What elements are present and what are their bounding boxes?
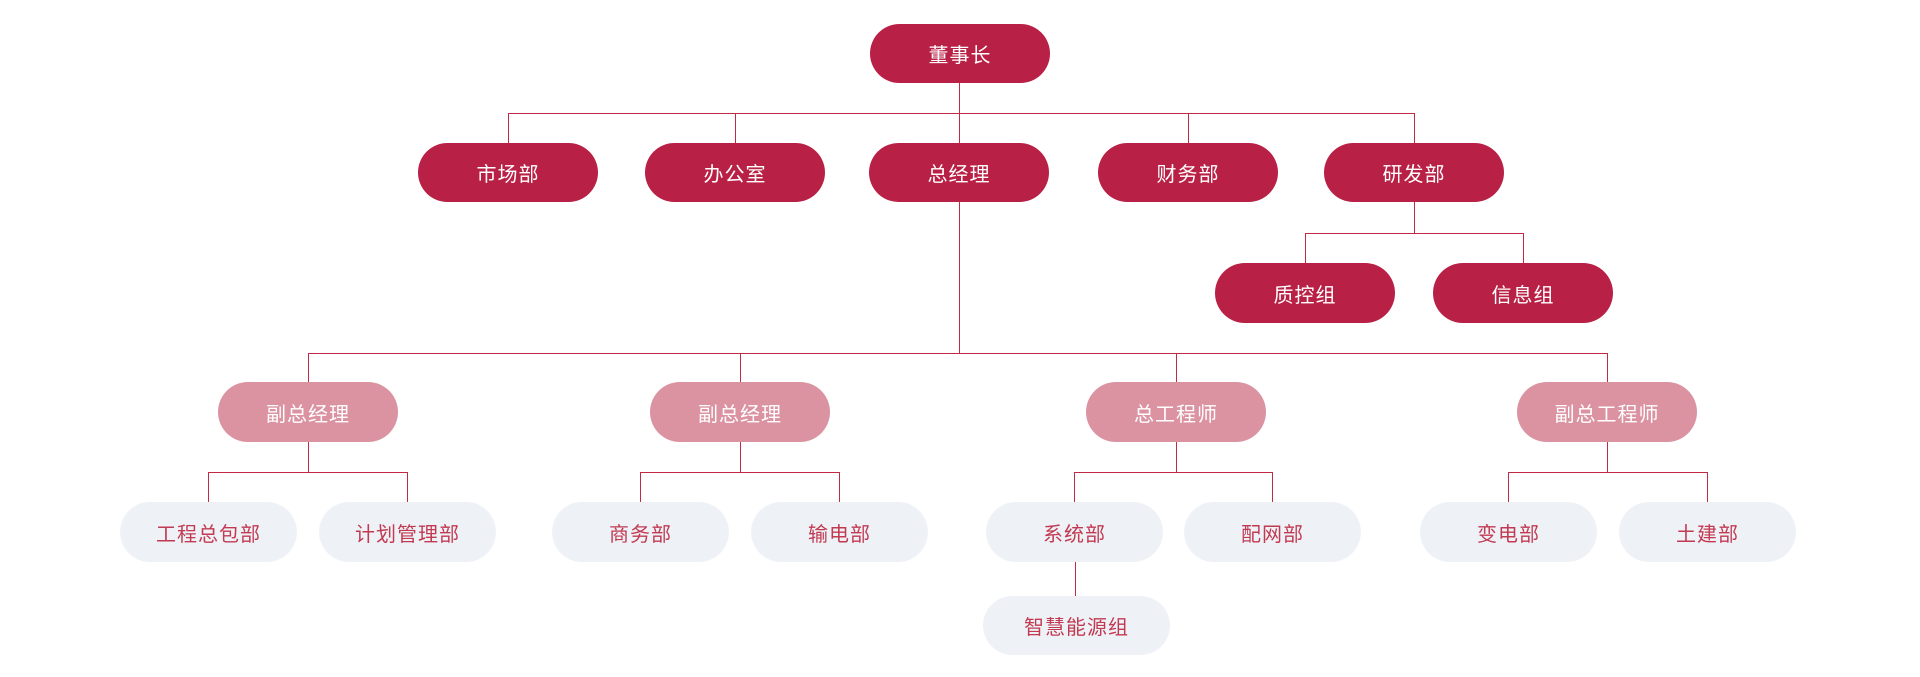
- connector-deputy-chief-engineer-bus: [1508, 472, 1707, 473]
- org-node-marketing[interactable]: 市场部: [418, 143, 598, 202]
- connector-drop-business: [640, 472, 641, 502]
- connector-drop-finance: [1188, 113, 1189, 143]
- org-node-smart-energy[interactable]: 智慧能源组: [983, 596, 1170, 655]
- connector-deputy-gm-1-drop: [308, 442, 309, 472]
- connector-deputy-gm-2-bus: [640, 472, 839, 473]
- org-node-information[interactable]: 信息组: [1433, 263, 1613, 323]
- connector-drop-quality-control: [1305, 233, 1306, 263]
- org-node-transmission[interactable]: 输电部: [751, 502, 928, 562]
- connector-level2-bus: [508, 113, 1414, 114]
- org-node-deputy-gm-1[interactable]: 副总经理: [218, 382, 398, 442]
- connector-rnd-drop: [1414, 202, 1415, 233]
- connector-deputy-chief-engineer-drop: [1607, 442, 1608, 472]
- connector-drop-planning: [407, 472, 408, 502]
- connector-drop-marketing: [508, 113, 509, 143]
- org-node-deputy-gm-2[interactable]: 副总经理: [650, 382, 830, 442]
- connector-drop-information: [1523, 233, 1524, 263]
- org-node-deputy-chief-engineer[interactable]: 副总工程师: [1517, 382, 1697, 442]
- connector-drop-deputy-chief-engineer: [1607, 353, 1608, 382]
- org-node-system[interactable]: 系统部: [986, 502, 1163, 562]
- connector-deputy-gm-1-bus: [208, 472, 407, 473]
- org-node-distribution[interactable]: 配网部: [1184, 502, 1361, 562]
- org-node-chairman[interactable]: 董事长: [870, 24, 1050, 83]
- org-node-planning[interactable]: 计划管理部: [319, 502, 496, 562]
- org-node-chief-engineer[interactable]: 总工程师: [1086, 382, 1266, 442]
- connector-drop-substation: [1508, 472, 1509, 502]
- org-node-office[interactable]: 办公室: [645, 143, 825, 202]
- connector-drop-system: [1074, 472, 1075, 502]
- connector-chief-engineer-bus: [1074, 472, 1272, 473]
- org-node-finance[interactable]: 财务部: [1098, 143, 1278, 202]
- connector-system-drop: [1075, 562, 1076, 596]
- connector-drop-deputy-gm-1: [308, 353, 309, 382]
- org-node-general-manager[interactable]: 总经理: [869, 143, 1049, 202]
- connector-drop-epc: [208, 472, 209, 502]
- connector-deputy-gm-2-drop: [740, 442, 741, 472]
- connector-rnd-bus: [1305, 233, 1523, 234]
- org-node-substation[interactable]: 变电部: [1420, 502, 1597, 562]
- org-node-civil[interactable]: 土建部: [1619, 502, 1796, 562]
- connector-drop-deputy-gm-2: [740, 353, 741, 382]
- connector-drop-distribution: [1272, 472, 1273, 502]
- connector-drop-transmission: [839, 472, 840, 502]
- connector-drop-chief-engineer: [1176, 353, 1177, 382]
- org-node-quality-control[interactable]: 质控组: [1215, 263, 1395, 323]
- connector-drop-civil: [1707, 472, 1708, 502]
- connector-level3-bus: [308, 353, 1607, 354]
- org-node-epc[interactable]: 工程总包部: [120, 502, 297, 562]
- connector-drop-general-manager: [959, 113, 960, 143]
- connector-chief-engineer-drop: [1176, 442, 1177, 472]
- connector-general-manager-drop: [959, 202, 960, 353]
- org-node-rnd[interactable]: 研发部: [1324, 143, 1504, 202]
- connector-drop-rnd: [1414, 113, 1415, 143]
- connector-drop-office: [735, 113, 736, 143]
- connector-chairman-drop: [959, 83, 960, 113]
- org-node-business[interactable]: 商务部: [552, 502, 729, 562]
